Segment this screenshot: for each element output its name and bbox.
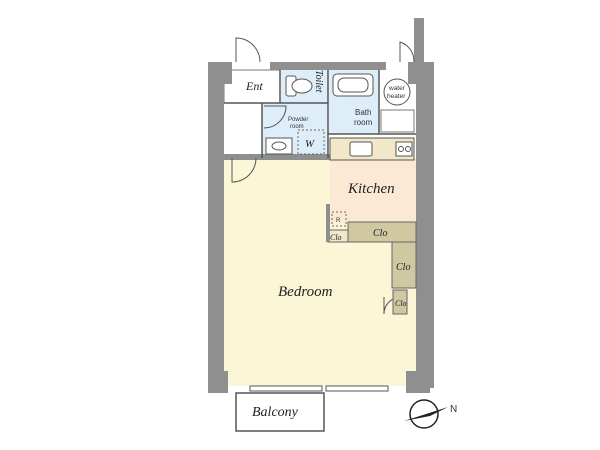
toilet-fixture [285, 75, 313, 97]
washer-label: W [305, 138, 315, 150]
heater-closet [380, 109, 415, 133]
partitions [224, 70, 416, 158]
toilet-label: Toilet [313, 70, 324, 93]
wash-basin [265, 137, 293, 155]
bath-room-label-line1: Bath [355, 108, 371, 117]
water-heater-label-line1: water [388, 85, 406, 92]
fridge-space [331, 211, 347, 227]
doors [231, 37, 415, 315]
water-heater-label-line2: heater [387, 93, 406, 100]
hall-floor [224, 103, 262, 158]
closet-lower-label: Clo [395, 299, 407, 308]
balcony-area [235, 392, 325, 432]
entrance-label: Ent [245, 79, 263, 93]
kitchen-partition [326, 204, 330, 242]
bathtub [332, 73, 374, 97]
kitchen-label: Kitchen [347, 181, 395, 197]
compass: N [404, 399, 457, 429]
powder-room-label-line2: room [290, 124, 304, 130]
walls [208, 18, 434, 393]
compass-ring [409, 399, 439, 429]
fridge-label: R [336, 218, 341, 224]
bath-room-label-line2: room [354, 118, 373, 127]
powder-room-label-line1: Powder [288, 117, 308, 123]
kitchen-counter [329, 137, 415, 161]
bedroom-label: Bedroom [278, 284, 333, 300]
compass-north-label: N [450, 404, 457, 415]
closet-small-label: Clo [330, 233, 342, 242]
washer-space [297, 129, 325, 155]
water-heater [383, 78, 411, 106]
compass-arrow-icon [404, 407, 448, 421]
balcony-label: Balcony [252, 405, 299, 420]
closet-main-label: Clo [373, 228, 387, 239]
closets [327, 221, 417, 315]
kitchen-floor [330, 158, 416, 222]
windows [249, 385, 389, 392]
closet-right-label: Clo [396, 262, 410, 273]
